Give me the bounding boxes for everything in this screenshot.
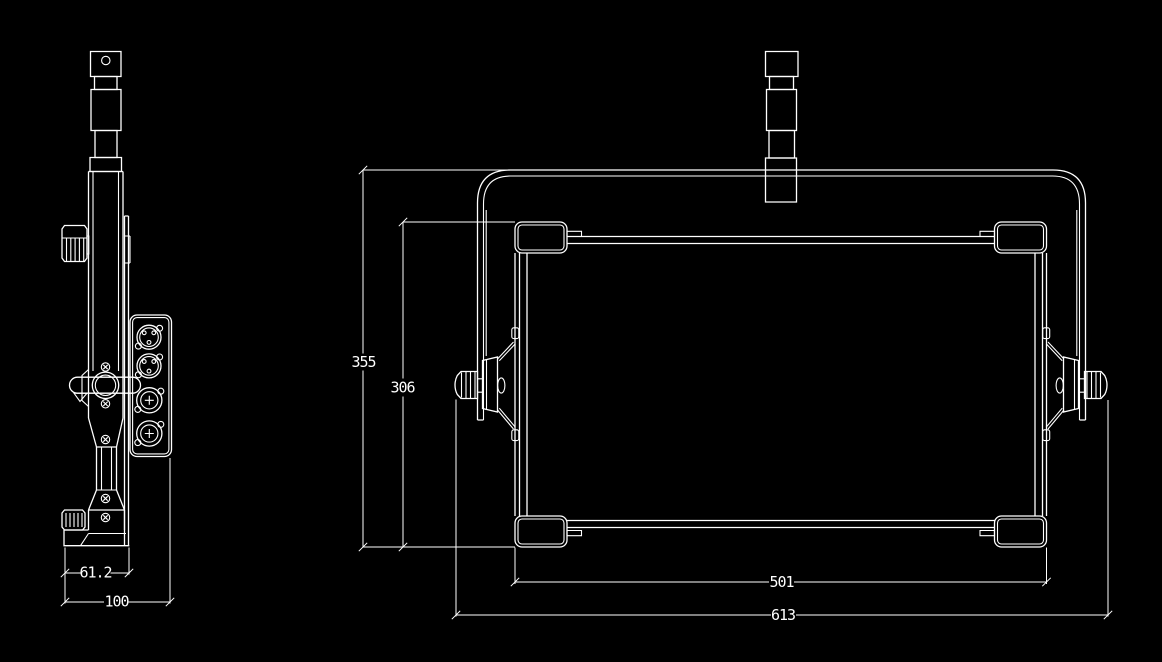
screw <box>101 435 109 443</box>
side-tilt-handle <box>70 363 141 408</box>
powercon-connector-2 <box>135 421 164 446</box>
front-yoke <box>478 170 1086 420</box>
dimension-ticks <box>359 166 1112 619</box>
dim-panel-height-label: 306 <box>390 379 415 397</box>
screw <box>135 372 141 378</box>
dim-body-depth-label: 61.2 <box>79 564 111 582</box>
front-tilt-pivot-right <box>1046 342 1107 429</box>
side-dimensions: 61.2 100 <box>61 458 174 611</box>
pivot-hub <box>1056 378 1063 393</box>
frame-tab <box>980 231 995 236</box>
xlr-connector-1 <box>135 325 162 349</box>
tilt-lock-boss <box>92 372 118 398</box>
corner-bracket-bottom-left <box>515 516 567 547</box>
front-tilt-pivot-left <box>455 342 515 429</box>
front-panel-frame <box>512 231 1050 535</box>
screw <box>101 400 109 408</box>
side-lower-knob <box>62 510 85 530</box>
front-view: 355 306 501 613 <box>351 52 1112 624</box>
screw <box>101 513 109 521</box>
pivot-hub <box>498 378 505 393</box>
side-lower-strut <box>89 418 125 530</box>
dim-overall-width-label: 613 <box>771 606 795 624</box>
dim-overall-height-label: 355 <box>351 353 375 371</box>
screw <box>101 494 109 502</box>
xlr-connector-2 <box>135 354 162 378</box>
corner-bracket-top-right <box>995 222 1047 253</box>
accessory-clip <box>1043 430 1050 441</box>
accessory-clip <box>1043 328 1050 339</box>
corner-bracket-bottom-right <box>995 516 1047 547</box>
side-yoke-arm <box>82 172 123 419</box>
screw <box>135 343 141 349</box>
side-spigot <box>90 52 122 172</box>
powercon-connector-1 <box>135 388 164 413</box>
dimension-ticks <box>61 569 174 606</box>
side-base <box>64 530 129 546</box>
accessory-clip <box>512 430 519 441</box>
dim-overall-depth-label: 100 <box>104 593 129 611</box>
dim-panel-width-label: 501 <box>769 573 794 591</box>
brace <box>498 408 516 429</box>
brace <box>1046 342 1064 361</box>
frame-tab <box>567 231 582 236</box>
side-top-knob <box>62 226 89 262</box>
front-spigot <box>766 52 799 203</box>
spigot-pin-hole <box>102 56 110 64</box>
screw <box>157 354 163 360</box>
accessory-clip <box>512 328 519 339</box>
frame-tab <box>980 531 995 536</box>
brace <box>1046 408 1064 429</box>
front-tilt-knob-right <box>1085 372 1108 399</box>
screw <box>157 325 163 331</box>
front-dimensions: 355 306 501 613 <box>351 166 1112 624</box>
brace <box>498 342 516 361</box>
side-view: 61.2 100 <box>61 52 174 611</box>
handle-grip-tip <box>74 393 87 401</box>
side-connector-panel <box>130 315 172 457</box>
screw <box>101 363 109 371</box>
screw <box>135 440 141 446</box>
screw <box>158 388 164 394</box>
side-body-edge <box>125 216 131 546</box>
front-tilt-knob-left <box>455 372 478 399</box>
frame-tab <box>567 531 582 536</box>
corner-bracket-top-left <box>515 222 567 253</box>
screw <box>135 406 141 412</box>
screw <box>158 421 164 427</box>
